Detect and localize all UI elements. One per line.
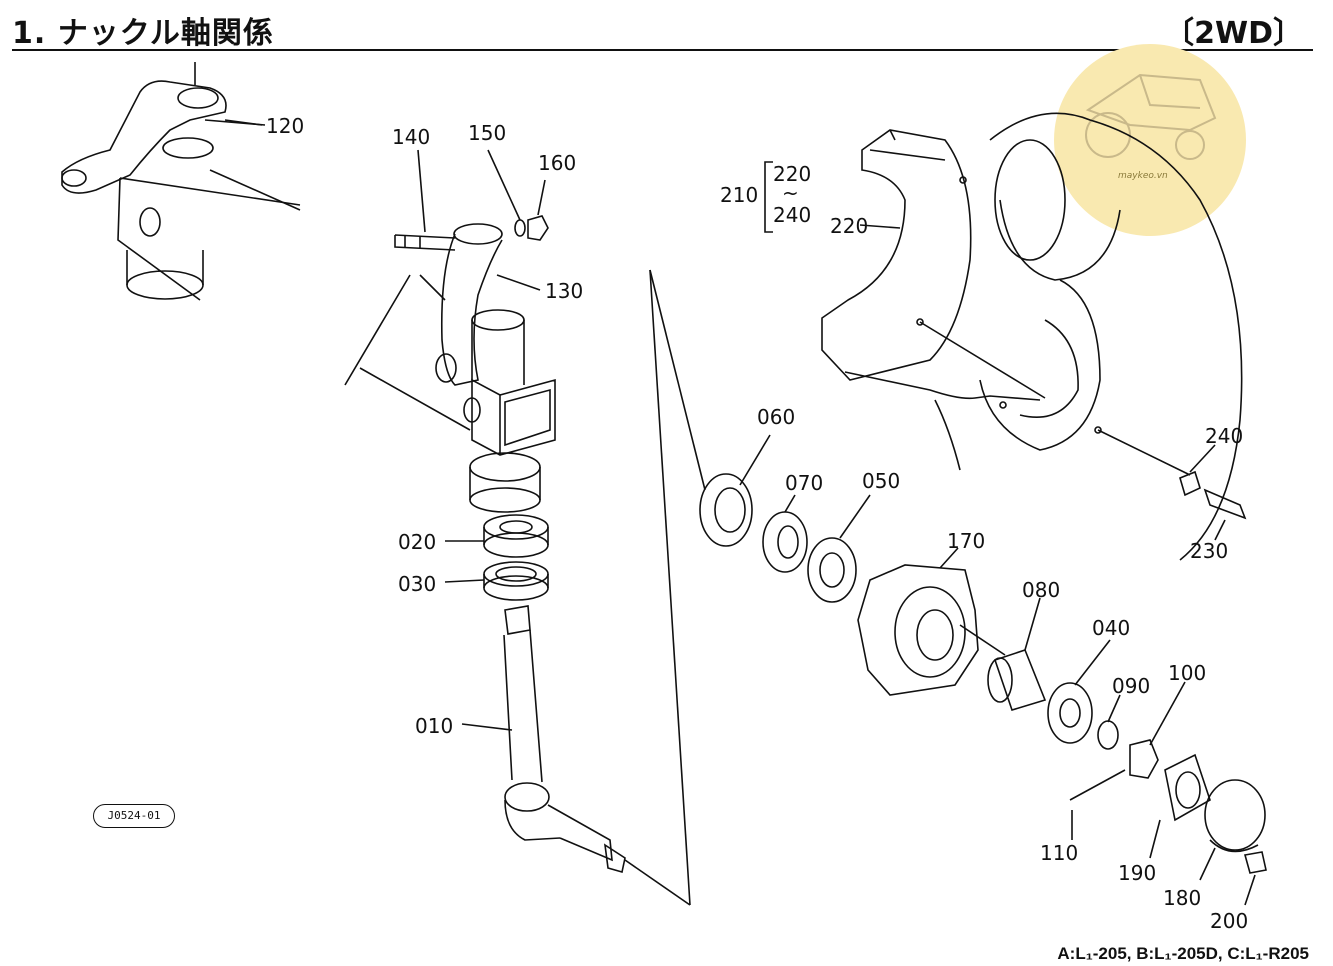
knuckle-shaft bbox=[503, 269, 706, 906]
part-label: 070 bbox=[785, 471, 823, 495]
part-label: 080 bbox=[1022, 578, 1060, 602]
part-label: 210 bbox=[720, 183, 758, 207]
hub-bearing-set bbox=[699, 473, 857, 603]
part-label: 110 bbox=[1040, 841, 1078, 865]
drive-type-tag: 〔2WD〕 bbox=[1164, 16, 1303, 51]
part-label: 180 bbox=[1163, 886, 1201, 910]
part-label: 200 bbox=[1210, 909, 1248, 933]
title-rule bbox=[12, 49, 1313, 51]
part-label: 120 bbox=[266, 114, 304, 138]
watermark-logo: maykeo.vn bbox=[1054, 44, 1246, 236]
group-range-sep: ~ bbox=[782, 181, 799, 205]
part-labels: 120 140 150 160 130 020 030 010 060 070 … bbox=[266, 114, 1248, 933]
brake-drum-shield bbox=[821, 112, 1243, 561]
part-label: 020 bbox=[398, 530, 436, 554]
part-label: 150 bbox=[468, 121, 506, 145]
arm-assembly-detail bbox=[61, 62, 301, 301]
part-label: 190 bbox=[1118, 861, 1156, 885]
hub-cap-set bbox=[1164, 753, 1267, 874]
part-label: 040 bbox=[1092, 616, 1130, 640]
wheel-hub bbox=[857, 564, 1006, 696]
drawing-id-badge: J0524-01 bbox=[93, 804, 175, 828]
group-range-to: 240 bbox=[773, 203, 811, 227]
watermark-text: maykeo.vn bbox=[1118, 171, 1168, 181]
part-label: 130 bbox=[545, 279, 583, 303]
part-label: 240 bbox=[1205, 424, 1243, 448]
part-label: 090 bbox=[1112, 674, 1150, 698]
part-label: 220 bbox=[830, 214, 868, 238]
part-label: 160 bbox=[538, 151, 576, 175]
part-label: 170 bbox=[947, 529, 985, 553]
seal-bearing-stack bbox=[483, 514, 549, 601]
leader-lines bbox=[224, 119, 1256, 906]
part-label: 010 bbox=[415, 714, 453, 738]
part-label: 140 bbox=[392, 125, 430, 149]
group-bracket bbox=[764, 161, 773, 233]
model-footer: A:L₁-205, B:L₁-205D, C:L₁-R205 bbox=[1057, 944, 1309, 963]
part-label: 060 bbox=[757, 405, 795, 429]
hub-end-parts bbox=[987, 649, 1159, 801]
group-range-from: 220 bbox=[773, 162, 811, 186]
shield-fasteners bbox=[1179, 470, 1247, 520]
knuckle-arm bbox=[344, 215, 556, 513]
page-title: 1. ナックル軸関係 bbox=[12, 16, 274, 51]
part-label: 100 bbox=[1168, 661, 1206, 685]
part-label: 050 bbox=[862, 469, 900, 493]
part-label: 030 bbox=[398, 572, 436, 596]
part-label: 230 bbox=[1190, 539, 1228, 563]
